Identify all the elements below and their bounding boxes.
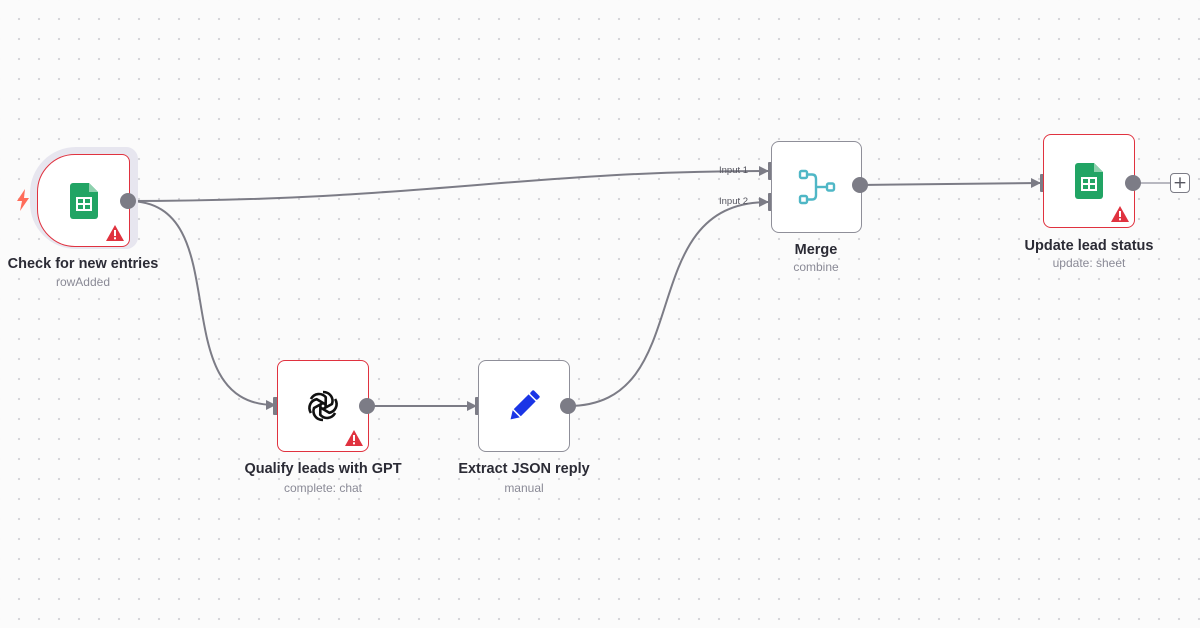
node-merge[interactable] xyxy=(771,141,862,233)
node-update-lead-status[interactable] xyxy=(1043,134,1135,228)
connection-extract-to-merge[interactable] xyxy=(567,201,769,407)
add-node-button[interactable]: + xyxy=(1170,173,1190,193)
merge-input-2-label: Input 2 xyxy=(719,196,749,207)
merge-input-1-label: Input 1 xyxy=(719,165,749,176)
node-check-for-new-entries[interactable] xyxy=(37,154,130,247)
output-port-check[interactable] xyxy=(120,193,136,209)
google-sheets-icon xyxy=(69,182,98,219)
node-subtitle: manual xyxy=(504,481,544,495)
node-subtitle: rowAdded xyxy=(55,275,111,289)
arrowhead-qualify xyxy=(266,400,276,410)
node-subtitle: complete: chat xyxy=(283,481,363,495)
output-port-extract[interactable] xyxy=(560,398,576,414)
connection-check-to-qualify[interactable] xyxy=(127,200,276,406)
output-port-qualify[interactable] xyxy=(359,398,375,414)
arrowhead-merge-2 xyxy=(759,197,769,207)
warning-icon[interactable] xyxy=(345,430,363,446)
openai-icon xyxy=(308,390,338,422)
node-title: Qualify leads with GPT xyxy=(244,461,402,477)
input-port-qualify[interactable] xyxy=(273,397,280,415)
node-title: Check for new entries xyxy=(7,256,159,272)
connection-check-to-merge[interactable] xyxy=(127,170,769,202)
arrowhead-extract xyxy=(467,401,477,411)
arrowhead-merge-1 xyxy=(759,166,769,176)
node-subtitle: combine xyxy=(793,260,839,274)
output-port-update[interactable] xyxy=(1125,175,1141,191)
node-subtitle: update: sheet xyxy=(1052,256,1126,270)
node-qualify-leads-with-gpt[interactable] xyxy=(277,360,369,452)
node-title: Extract JSON reply xyxy=(458,461,590,477)
arrowhead-update xyxy=(1031,178,1041,188)
pencil-icon xyxy=(510,390,540,420)
node-extract-json-reply[interactable] xyxy=(478,360,570,452)
warning-icon[interactable] xyxy=(106,225,124,241)
merge-icon xyxy=(798,169,835,205)
connection-merge-to-update[interactable] xyxy=(859,182,1041,186)
warning-icon[interactable] xyxy=(1111,206,1129,222)
node-title: Update lead status xyxy=(1024,238,1154,254)
plus-icon: + xyxy=(1172,172,1188,193)
google-sheets-icon xyxy=(1075,163,1103,199)
trigger-bolt-icon xyxy=(17,189,29,211)
output-port-merge[interactable] xyxy=(852,177,868,193)
node-title: Merge xyxy=(794,242,838,258)
